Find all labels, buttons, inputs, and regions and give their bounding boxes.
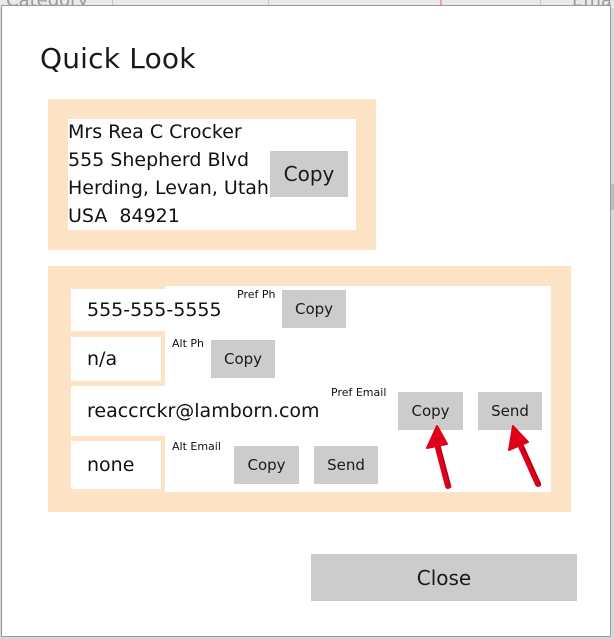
address-box: Mrs Rea C Crocker 555 Shepherd Blvd Herd… xyxy=(68,119,356,230)
alt-phone-field[interactable]: n/a xyxy=(71,337,161,381)
background-email-header: Ema xyxy=(572,0,612,8)
background-column-divider xyxy=(540,0,541,8)
address-line-country: USA 84921 xyxy=(68,205,180,227)
address-line-street: 555 Shepherd Blvd xyxy=(68,149,250,171)
send-alt-email-button[interactable]: Send xyxy=(314,446,378,484)
background-window: Category Ema xyxy=(0,0,614,8)
red-arrow-icon xyxy=(426,425,452,489)
background-category-header: Category xyxy=(6,0,88,8)
scroll-edge-mark xyxy=(611,184,614,210)
copy-address-button[interactable]: Copy xyxy=(270,151,348,197)
background-column-divider xyxy=(440,0,442,8)
contacts-panel: 555-555-5555 Pref Ph Copy n/a Alt Ph Cop… xyxy=(48,266,571,512)
pref-email-label: Pref Email xyxy=(331,386,387,399)
address-line-name: Mrs Rea C Crocker xyxy=(68,121,242,143)
address-line-city: Herding, Levan, Utah xyxy=(68,177,269,199)
copy-pref-email-button[interactable]: Copy xyxy=(398,392,463,430)
close-button[interactable]: Close xyxy=(311,554,577,601)
copy-alt-email-button[interactable]: Copy xyxy=(234,446,299,484)
alt-email-label: Alt Email xyxy=(172,440,221,453)
address-panel: Mrs Rea C Crocker 555 Shepherd Blvd Herd… xyxy=(48,99,376,250)
alt-phone-label: Alt Ph xyxy=(172,337,204,350)
background-column-divider xyxy=(112,0,113,8)
pref-phone-label: Pref Ph xyxy=(237,288,276,301)
copy-alt-phone-button[interactable]: Copy xyxy=(211,340,275,378)
pref-phone-field[interactable]: 555-555-5555 xyxy=(71,289,227,331)
quick-look-dialog: Quick Look Mrs Rea C Crocker 555 Shepher… xyxy=(1,5,614,637)
alt-email-field[interactable]: none xyxy=(71,441,161,489)
send-pref-email-button[interactable]: Send xyxy=(478,392,542,430)
copy-pref-phone-button[interactable]: Copy xyxy=(282,290,346,328)
dialog-title: Quick Look xyxy=(40,42,196,75)
red-arrow-icon xyxy=(508,425,542,487)
pref-email-field[interactable]: reaccrckr@lamborn.com xyxy=(71,386,321,436)
background-column-divider xyxy=(268,0,269,8)
